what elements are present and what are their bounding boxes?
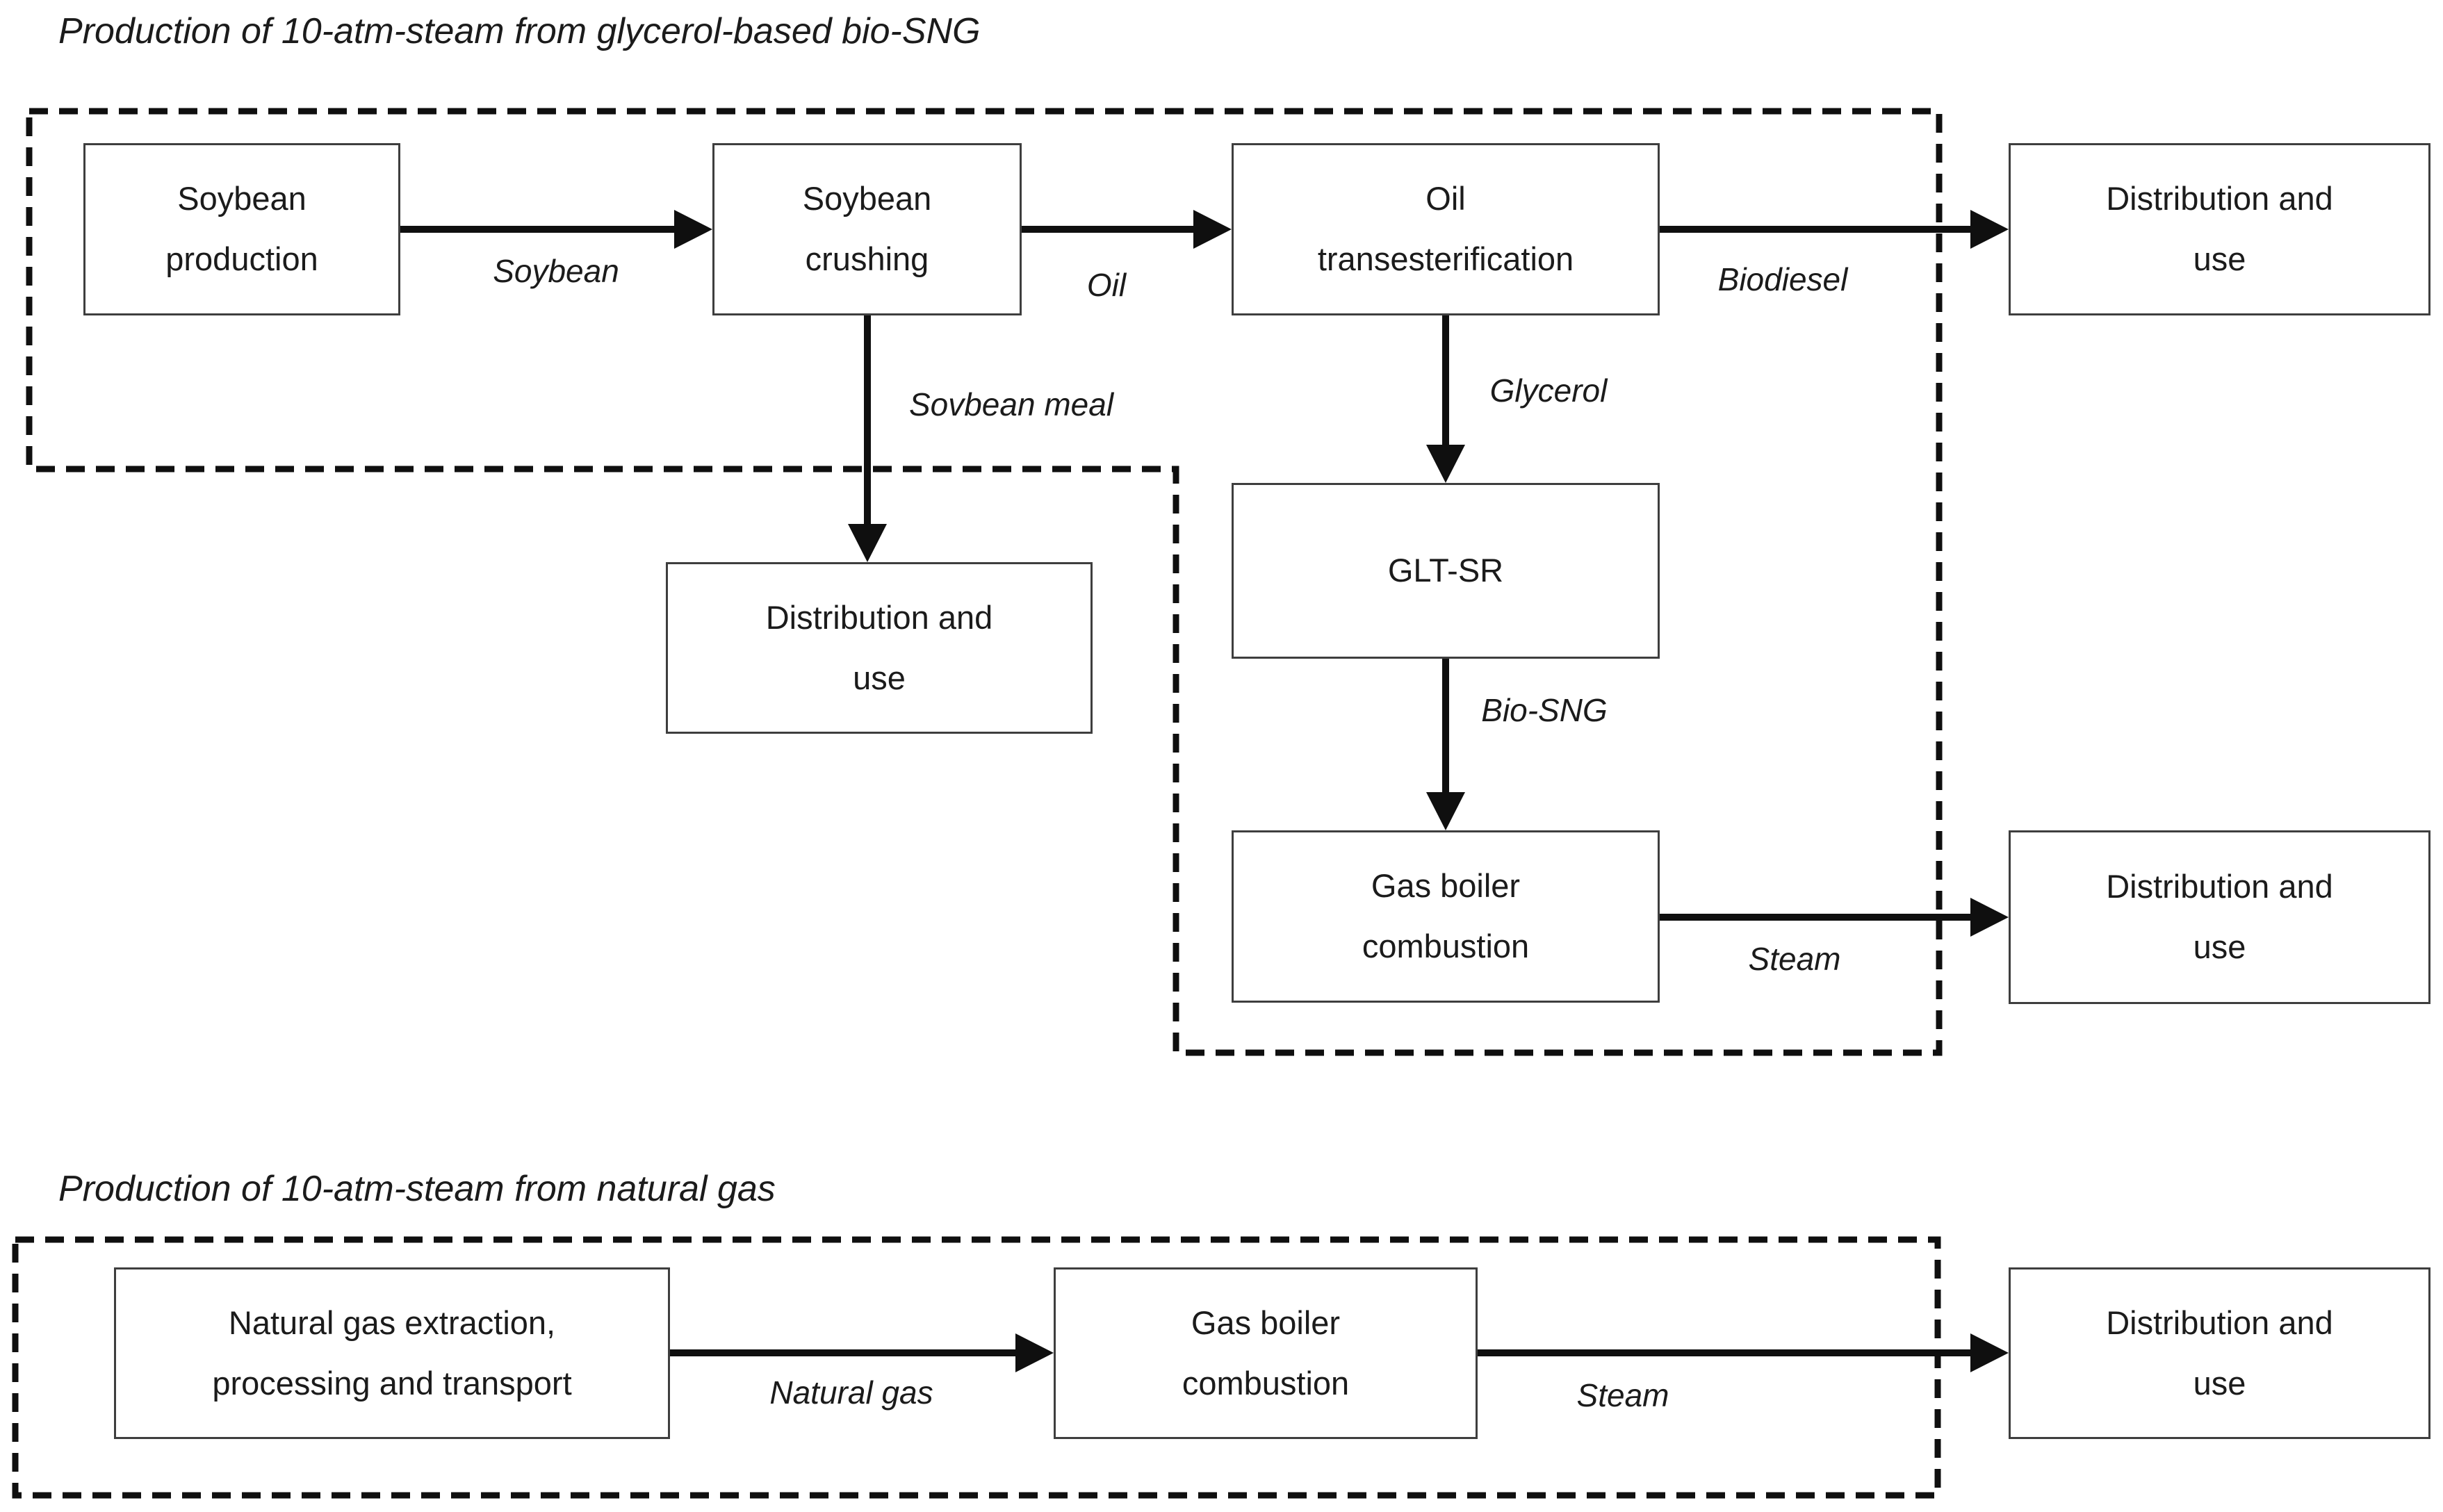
arrow-glycerol	[1426, 315, 1465, 483]
arrow-biodiesel	[1660, 210, 2009, 249]
arrow-steam-1	[1660, 898, 2009, 937]
node-gas-boiler-combustion-2: Gas boiler combustion	[1054, 1267, 1478, 1439]
diagram1-title: Production of 10-atm-steam from glycerol…	[58, 11, 981, 51]
node-oil-transesterification: Oil transesterification	[1232, 143, 1660, 315]
flow-label-biodiesel: Biodiesel	[1717, 261, 1848, 297]
node-soybean-production: Soybean production	[83, 143, 400, 315]
node-distribution-use-biodiesel: Distribution and use	[2009, 143, 2430, 315]
node-glt-sr: GLT-SR	[1232, 483, 1660, 659]
arrow-soybean	[400, 210, 712, 249]
node-gas-boiler-combustion-1: Gas boiler combustion	[1232, 830, 1660, 1003]
flow-label-oil: Oil	[1086, 267, 1127, 303]
node-distribution-use-2: Distribution and use	[2009, 1267, 2430, 1439]
node-natural-gas-extraction: Natural gas extraction, processing and t…	[114, 1267, 670, 1439]
node-soybean-crushing: Soybean crushing	[712, 143, 1022, 315]
arrow-natural-gas	[670, 1333, 1054, 1372]
arrow-bio-sng	[1426, 659, 1465, 830]
arrow-steam-2	[1478, 1333, 2009, 1372]
flow-label-steam-1: Steam	[1748, 941, 1841, 977]
flow-label-bio-sng: Bio-SNG	[1481, 692, 1608, 728]
flow-label-steam-2: Steam	[1576, 1377, 1669, 1413]
flow-label-natural-gas: Natural gas	[769, 1374, 933, 1411]
flow-label-soybean: Soybean	[493, 253, 619, 289]
arrow-soybean-meal	[848, 315, 887, 562]
node-distribution-use-steam-1: Distribution and use	[2009, 830, 2430, 1004]
system-boundary-naturalgas	[12, 1236, 1941, 1499]
node-distribution-use-soybean-meal: Distribution and use	[666, 562, 1093, 734]
flow-label-glycerol: Glycerol	[1489, 372, 1608, 409]
diagram2-title: Production of 10-atm-steam from natural …	[58, 1169, 776, 1209]
flow-label-soybean-meal: Sovbean meal	[908, 386, 1114, 422]
arrow-oil	[1022, 210, 1232, 249]
